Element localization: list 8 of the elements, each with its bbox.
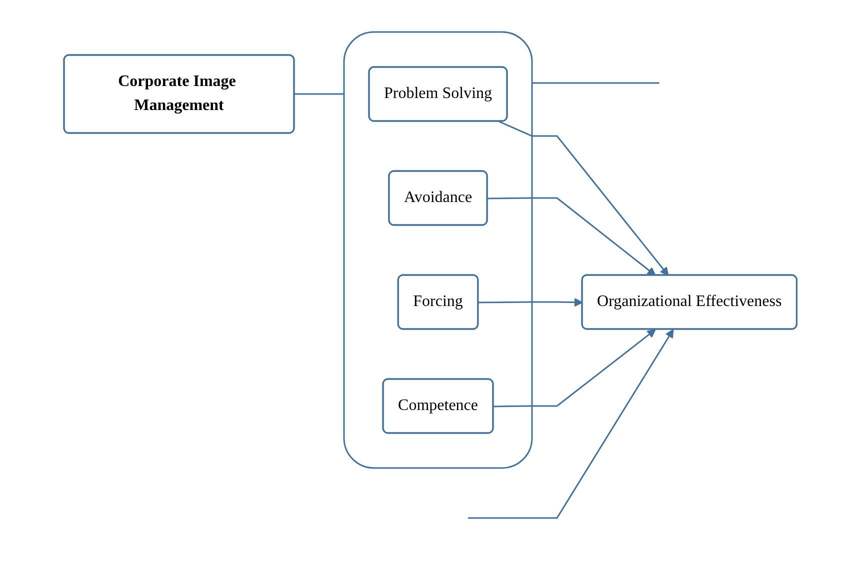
cluster [342,31,532,469]
arrow [498,120,668,276]
connector [532,82,659,84]
arrow [493,329,656,408]
arrow [478,298,583,307]
arrow [468,329,674,519]
connector [294,93,344,95]
arrow [487,197,656,276]
